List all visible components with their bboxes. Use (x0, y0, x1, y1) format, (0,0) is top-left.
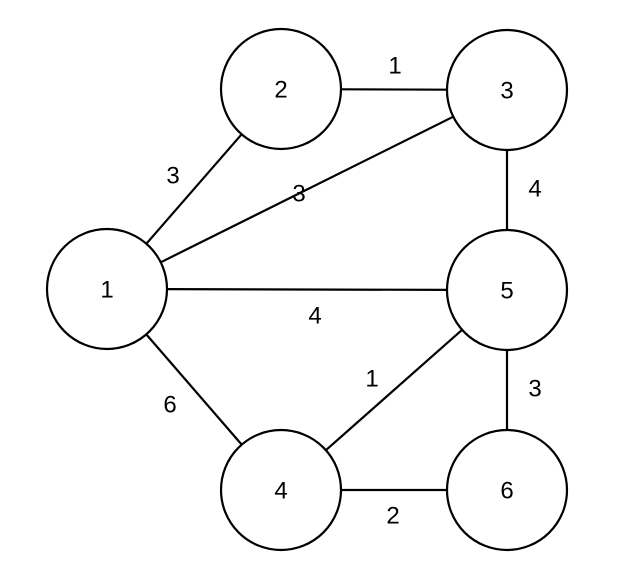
edge-1-2 (145, 133, 243, 245)
node-circle-6 (445, 428, 569, 552)
edge-weight-label-1-4: 6 (163, 392, 176, 419)
node-4: 4 (219, 428, 343, 552)
edge-weight-label-2-3: 1 (388, 53, 401, 80)
edge-weight-labels-layer: 3 1 3 4 4 6 1 3 2 (163, 53, 541, 530)
node-label-5: 5 (500, 278, 513, 305)
node-label-1: 1 (100, 277, 113, 304)
node-5: 5 (445, 228, 569, 352)
node-circle-5 (445, 228, 569, 352)
node-label-4: 4 (274, 478, 287, 505)
edges-layer (145, 88, 509, 492)
node-circle-3 (445, 28, 569, 152)
edge-weight-label-5-6: 3 (528, 376, 541, 403)
edge-weight-label-4-5: 1 (365, 366, 378, 393)
edge-4-5 (325, 328, 463, 452)
edge-1-4 (145, 333, 243, 446)
edge-1-3 (160, 115, 454, 264)
edge-weight-label-1-3: 3 (292, 181, 305, 208)
node-1: 1 (45, 227, 169, 351)
edge-1-5 (166, 288, 448, 291)
edge-weight-label-3-5: 4 (528, 176, 541, 203)
edge-weight-label-4-6: 2 (386, 503, 399, 530)
node-label-2: 2 (274, 77, 287, 104)
nodes-layer: 1 2 3 4 5 6 (45, 27, 569, 552)
node-circle-2 (219, 27, 343, 151)
node-circle-4 (219, 428, 343, 552)
edge-weight-label-1-2: 3 (166, 163, 179, 190)
node-circle-1 (45, 227, 169, 351)
edge-weight-label-1-5: 4 (308, 303, 321, 330)
node-label-6: 6 (500, 478, 513, 505)
node-6: 6 (445, 428, 569, 552)
node-3: 3 (445, 28, 569, 152)
node-2: 2 (219, 27, 343, 151)
node-label-3: 3 (500, 78, 513, 105)
